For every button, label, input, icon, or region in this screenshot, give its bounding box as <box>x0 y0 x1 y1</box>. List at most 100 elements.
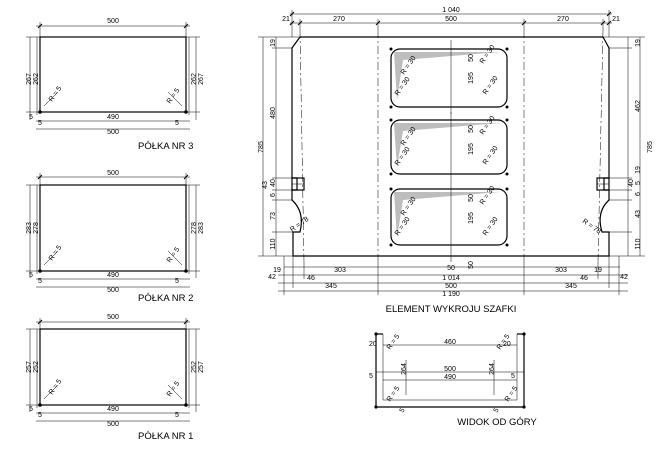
shelf-caption: PÓŁKA NR 2 <box>138 293 193 304</box>
top-view-side-right: 5 <box>511 373 515 380</box>
shelf-offset-left-a: 5 <box>29 114 33 121</box>
left-dim: 40 <box>270 179 277 187</box>
window-gap: 50 <box>468 261 475 269</box>
bottom-segment-a: 19 <box>594 267 602 274</box>
element-caption: ELEMENT WYKROJU SZAFKI <box>386 304 517 315</box>
bottom-segment-c: 345 <box>325 283 337 290</box>
window-radius: R = 30 <box>482 216 500 237</box>
right-dim: 43 <box>635 210 642 218</box>
left-dim: 43 <box>262 181 269 189</box>
shelf-left-outer: 257 <box>26 361 33 373</box>
bottom-segment-b: 42 <box>268 274 276 281</box>
shelf-drawing-nr1: 500 490 500 257 252 252 257 R = 5 R = 5 … <box>26 314 205 442</box>
blank-outline <box>291 36 610 257</box>
top-view-bottom-left: 5 <box>399 407 407 414</box>
shelf-outline <box>39 36 187 113</box>
bottom-segment-a: 19 <box>273 267 281 274</box>
window-height: 195 <box>468 72 475 84</box>
left-dim: 110 <box>270 238 277 249</box>
shelf-drawing-nr3: 500 490 500 267 262 262 267 R = 5 R = 5 … <box>26 18 205 152</box>
shelf-radius-left: R = 5 <box>48 244 64 262</box>
bottom-segment-b: 46 <box>307 275 315 282</box>
shelf-top-width: 500 <box>107 18 119 25</box>
top-view-side-left: 5 <box>369 373 373 380</box>
shelf-offset-left-a: 5 <box>29 406 33 413</box>
shelf-offset-right: 5 <box>175 412 179 419</box>
shelf-left-outer: 283 <box>26 222 33 234</box>
right-dim: 462 <box>635 100 642 112</box>
shelf-right-outer: 257 <box>198 361 205 373</box>
top-segment: 21 <box>282 16 290 23</box>
right-dim: 6 <box>635 192 642 196</box>
top-view-bottom-right: 5 <box>493 407 501 414</box>
bottom-segment-a: 303 <box>334 267 346 274</box>
bottom-segment-b: 46 <box>580 275 588 282</box>
top-view-radius: R = 5 <box>386 333 402 351</box>
side-radius-right: R = 78 <box>581 218 602 236</box>
window-shading <box>394 52 500 100</box>
bottom-segment-b: 1 014 <box>442 275 460 282</box>
window-height: 195 <box>468 212 475 224</box>
shelf-inner-width: 490 <box>107 406 119 413</box>
window-outline <box>390 119 508 175</box>
shelf-right-inner: 262 <box>191 73 198 85</box>
top-view-outline <box>375 334 525 408</box>
top-view-radius: R = 5 <box>386 385 402 403</box>
window-gap: 50 <box>468 125 475 133</box>
shelf-inner-width: 490 <box>107 272 119 279</box>
shelf-outline <box>39 328 187 406</box>
shelf-right-inner: 252 <box>191 361 198 373</box>
bottom-segment-a: 50 <box>447 265 455 272</box>
window-shading <box>394 192 500 238</box>
window-outline <box>390 188 508 246</box>
bottom-segment-b: 42 <box>620 274 628 281</box>
shelf-drawing-nr2: 500 490 500 283 278 278 283 R = 5 R = 5 … <box>26 170 205 304</box>
shelf-left-outer: 267 <box>26 73 33 85</box>
shelf-left-inner: 252 <box>33 361 40 373</box>
right-total-height: 785 <box>647 141 654 153</box>
bottom-total-width: 1 190 <box>442 291 460 298</box>
fold-line <box>299 29 305 263</box>
top-view-caption: WIDOK OD GÓRY <box>457 417 537 428</box>
window-radius: R = 30 <box>482 75 500 96</box>
left-total-height: 785 <box>258 141 265 153</box>
shelf-offset-left-a: 5 <box>29 272 33 279</box>
left-dim: 19 <box>270 39 277 47</box>
top-view-depth-right: 264 <box>489 363 496 375</box>
fold-line <box>597 29 604 263</box>
shelf-radius-right: R = 5 <box>166 380 182 398</box>
window-2: 195 50 R = 30 R = 30 R = 30 R = 30 <box>389 112 509 182</box>
shelf-right-outer: 267 <box>198 73 205 85</box>
window-gap: 50 <box>468 194 475 202</box>
shelf-right-outer: 283 <box>198 222 205 234</box>
shelf-bottom-width: 500 <box>107 287 119 294</box>
top-view-top-width: 460 <box>444 339 456 346</box>
shelf-radius-right: R = 5 <box>166 246 182 264</box>
shelf-offset-left-b: 5 <box>38 412 42 419</box>
top-segment: 270 <box>557 16 569 23</box>
shelf-left-inner: 278 <box>33 222 40 234</box>
shelf-inner-width: 490 <box>107 114 119 121</box>
window-1: 195 50 R = 30 R = 30 R = 30 R = 30 <box>389 40 509 114</box>
top-segment: 500 <box>445 16 457 23</box>
window-radius: R = 30 <box>479 44 497 65</box>
top-total-width: 1 040 <box>442 7 460 14</box>
window-shading <box>394 123 500 168</box>
shelf-caption: PÓŁKA NR 1 <box>138 431 193 442</box>
shelf-offset-left-b: 5 <box>38 120 42 127</box>
top-view-left-top: 20 <box>369 341 377 348</box>
left-dim: 6 <box>270 193 277 197</box>
top-segment: 21 <box>612 16 620 23</box>
top-view-mid-width: 500 <box>444 366 456 373</box>
window-gap: 50 <box>468 54 475 62</box>
top-view-drawing: 460 500 490 20 20 264 264 5 5 5 5 R = 5 … <box>369 332 537 428</box>
left-dim: 480 <box>270 107 277 119</box>
top-view-right-top: 20 <box>503 341 511 348</box>
window-height: 195 <box>468 143 475 155</box>
shelf-offset-right: 5 <box>175 278 179 285</box>
bottom-segment-c: 345 <box>565 283 577 290</box>
bottom-segment-a: 303 <box>555 267 567 274</box>
left-dim: 73 <box>270 212 277 220</box>
shelf-top-width: 500 <box>107 314 119 321</box>
